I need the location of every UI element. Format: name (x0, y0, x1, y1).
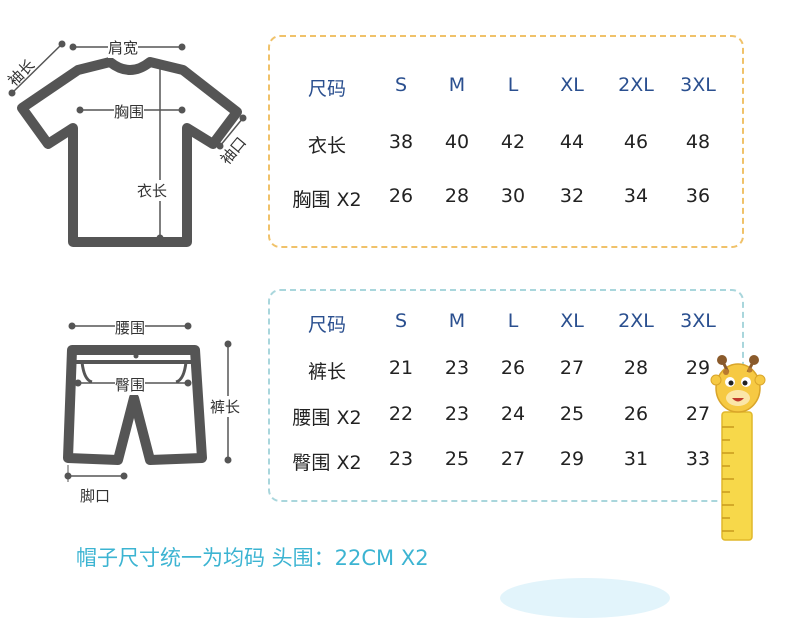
giraffe-ruler-icon (710, 355, 766, 541)
table-cell: 23 (444, 403, 470, 425)
table-cell: 26 (388, 185, 414, 207)
table-cell: 44 (559, 131, 585, 153)
table-header-cell: M (448, 74, 466, 96)
table-cell: 36 (685, 185, 711, 207)
table-header-cell: L (507, 310, 519, 332)
table-header-cell: 3XL (680, 310, 716, 332)
table-cell: 27 (559, 357, 585, 379)
table-cell: 40 (444, 131, 470, 153)
table-header-cell: L (507, 74, 519, 96)
table-header-cell: S (394, 310, 408, 332)
table-cell: 30 (500, 185, 526, 207)
top-size-table (268, 35, 744, 248)
table-cell: 33 (685, 448, 711, 470)
table-header-cell: 2XL (618, 74, 654, 96)
table-cell: 26 (500, 357, 526, 379)
table-header-cell: 尺码 (307, 314, 347, 336)
hat-size-note: 帽子尺寸统一为均码 头围：22CM X2 (76, 546, 429, 570)
table-cell: 25 (444, 448, 470, 470)
table-header-cell: M (448, 310, 466, 332)
table-cell: 27 (685, 403, 711, 425)
table-cell: 裤长 (307, 361, 347, 383)
table-cell: 23 (444, 357, 470, 379)
table-cell: 臀围 X2 (292, 452, 362, 474)
table-cell: 26 (623, 403, 649, 425)
shirt-length-label: 衣长 (137, 180, 168, 201)
table-cell: 28 (444, 185, 470, 207)
tshirt-diagram (8, 40, 247, 247)
table-cell: 22 (388, 403, 414, 425)
table-cell: 34 (623, 185, 649, 207)
table-header-cell: S (394, 74, 408, 96)
table-cell: 28 (623, 357, 649, 379)
shorts-leg-opening-label: 脚口 (80, 485, 111, 506)
table-header-cell: 3XL (680, 74, 716, 96)
table-header-cell: 2XL (618, 310, 654, 332)
shorts-hip-label: 臀围 (115, 374, 146, 395)
shorts-length-label: 裤长 (210, 396, 241, 417)
table-cell: 27 (500, 448, 526, 470)
table-cell: 38 (388, 131, 414, 153)
table-cell: 31 (623, 448, 649, 470)
table-cell: 腰围 X2 (292, 407, 362, 429)
table-cell: 29 (685, 357, 711, 379)
table-header-cell: XL (560, 310, 584, 332)
shirt-shoulder-label: 肩宽 (108, 37, 139, 58)
table-cell: 32 (559, 185, 585, 207)
table-cell: 衣长 (307, 135, 347, 157)
shirt-chest-label: 胸围 (114, 101, 145, 122)
table-cell: 48 (685, 131, 711, 153)
table-cell: 29 (559, 448, 585, 470)
decorative-wave (500, 578, 670, 618)
table-cell: 24 (500, 403, 526, 425)
table-cell: 21 (388, 357, 414, 379)
table-header-cell: 尺码 (307, 78, 347, 100)
table-header-cell: XL (560, 74, 584, 96)
shorts-diagram (63, 322, 232, 482)
shorts-waist-label: 腰围 (115, 317, 146, 338)
table-cell: 23 (388, 448, 414, 470)
table-cell: 胸围 X2 (292, 189, 362, 211)
table-cell: 42 (500, 131, 526, 153)
table-cell: 25 (559, 403, 585, 425)
table-cell: 46 (623, 131, 649, 153)
